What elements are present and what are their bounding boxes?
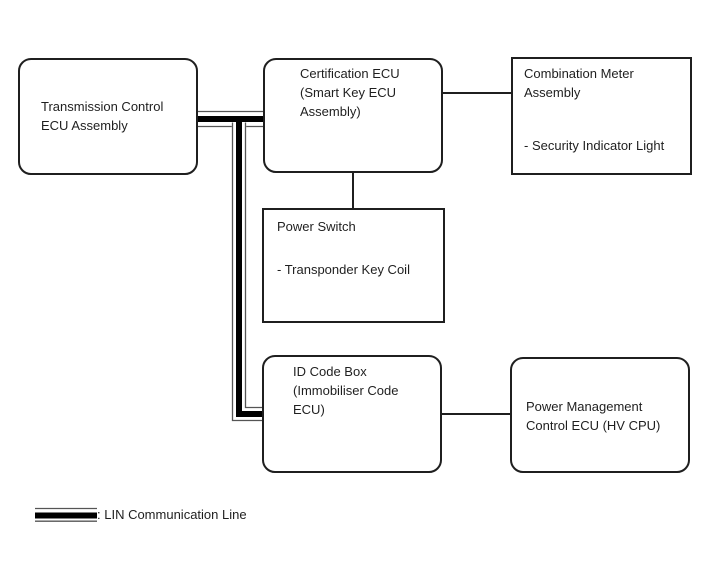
lin-line-swatch-icon <box>35 507 97 522</box>
transmission-control-ecu-label: Transmission Control ECU Assembly <box>41 99 164 133</box>
lin-communication-line <box>197 110 264 422</box>
lin-branch-thin-inner <box>244 122 262 409</box>
combination-meter-label: Combination Meter Assembly <box>524 66 634 100</box>
lin-branch-thin-outer <box>231 122 262 422</box>
power-management-label: Power Management Control ECU (HV CPU) <box>526 399 661 433</box>
certification-ecu-label: Certification ECU (Smart Key ECU Assembl… <box>300 66 400 119</box>
lin-branch-thick <box>236 119 262 417</box>
combination-meter-bullet: - Security Indicator Light <box>524 138 665 153</box>
id-code-box-label: ID Code Box (Immobiliser Code ECU) <box>293 364 399 417</box>
power-switch-label: Power Switch <box>277 219 356 234</box>
node-power-management-control-ecu: Power Management Control ECU (HV CPU) <box>510 357 690 473</box>
node-certification-ecu: Certification ECU (Smart Key ECU Assembl… <box>263 58 443 173</box>
legend-label: : LIN Communication Line <box>97 507 247 522</box>
node-transmission-control-ecu: Transmission Control ECU Assembly <box>18 58 198 175</box>
node-id-code-box: ID Code Box (Immobiliser Code ECU) <box>262 355 442 473</box>
node-combination-meter-assembly: Combination Meter Assembly - Security In… <box>511 57 692 175</box>
node-power-switch: Power Switch - Transponder Key Coil <box>262 208 445 323</box>
plain-connector-lines <box>352 92 511 415</box>
power-switch-bullet: - Transponder Key Coil <box>277 262 410 277</box>
